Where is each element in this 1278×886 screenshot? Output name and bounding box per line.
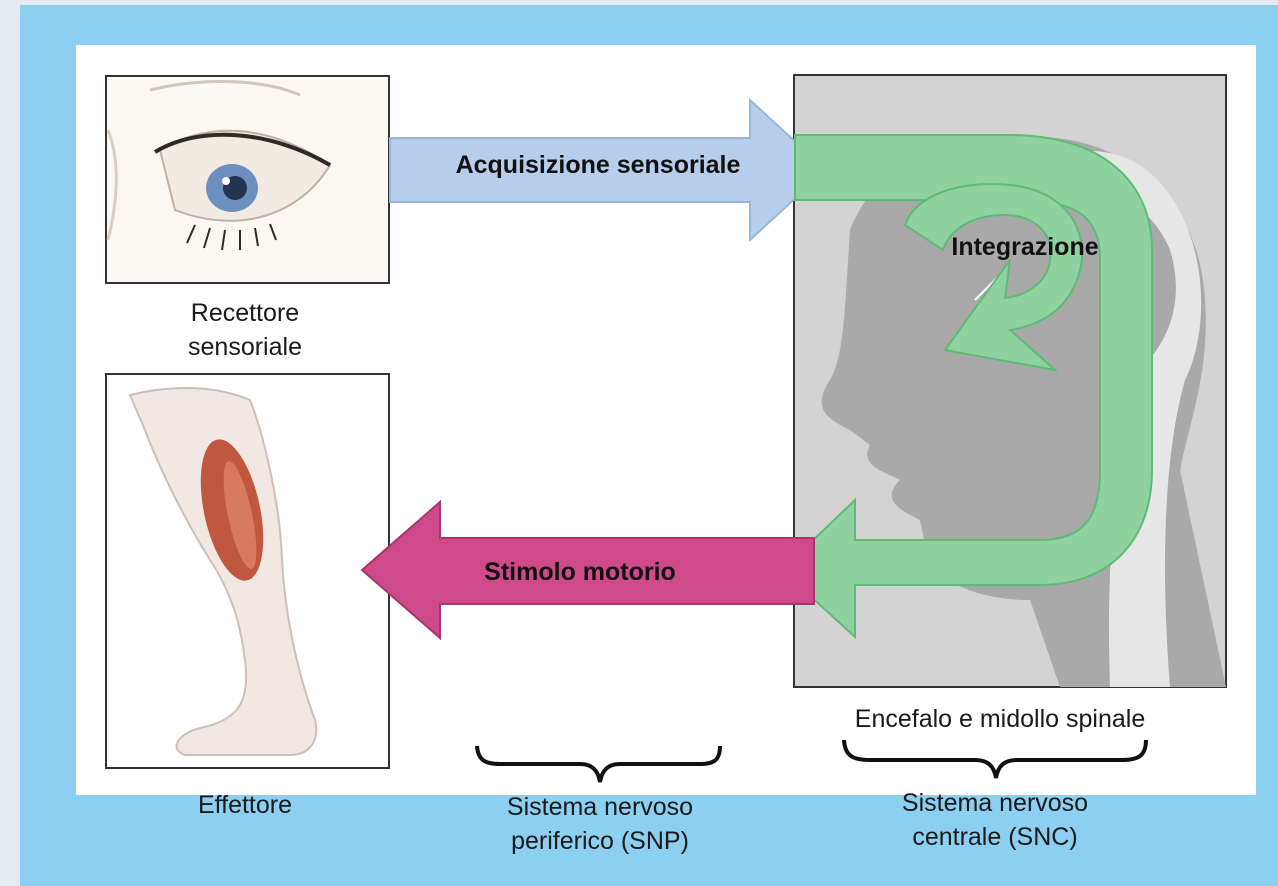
pns-caption-line1: Sistema nervoso: [460, 790, 740, 824]
receptor-caption-line2: sensoriale: [140, 330, 350, 364]
cns-caption-line1: Sistema nervoso: [850, 786, 1140, 820]
sensory-input-label: Acquisizione sensoriale: [456, 151, 741, 179]
pns-brace: [477, 746, 720, 782]
receptor-caption-line1: Recettore: [140, 296, 350, 330]
motor-output-label: Stimolo motorio: [484, 558, 676, 586]
cns-caption-line2: centrale (SNC): [850, 820, 1140, 854]
receptor-caption: Recettore sensoriale: [140, 296, 350, 364]
pns-caption: Sistema nervoso periferico (SNP): [460, 790, 740, 858]
integration-label: Integrazione: [951, 233, 1098, 261]
leg-illustration: [106, 374, 389, 768]
cns-organs-caption: Encefalo e midollo spinale: [800, 702, 1200, 736]
pns-caption-line2: periferico (SNP): [460, 824, 740, 858]
effector-caption: Effettore: [140, 788, 350, 822]
cns-caption: Sistema nervoso centrale (SNC): [850, 786, 1140, 854]
cns-brace: [844, 740, 1146, 778]
eye-illustration: [106, 76, 389, 283]
